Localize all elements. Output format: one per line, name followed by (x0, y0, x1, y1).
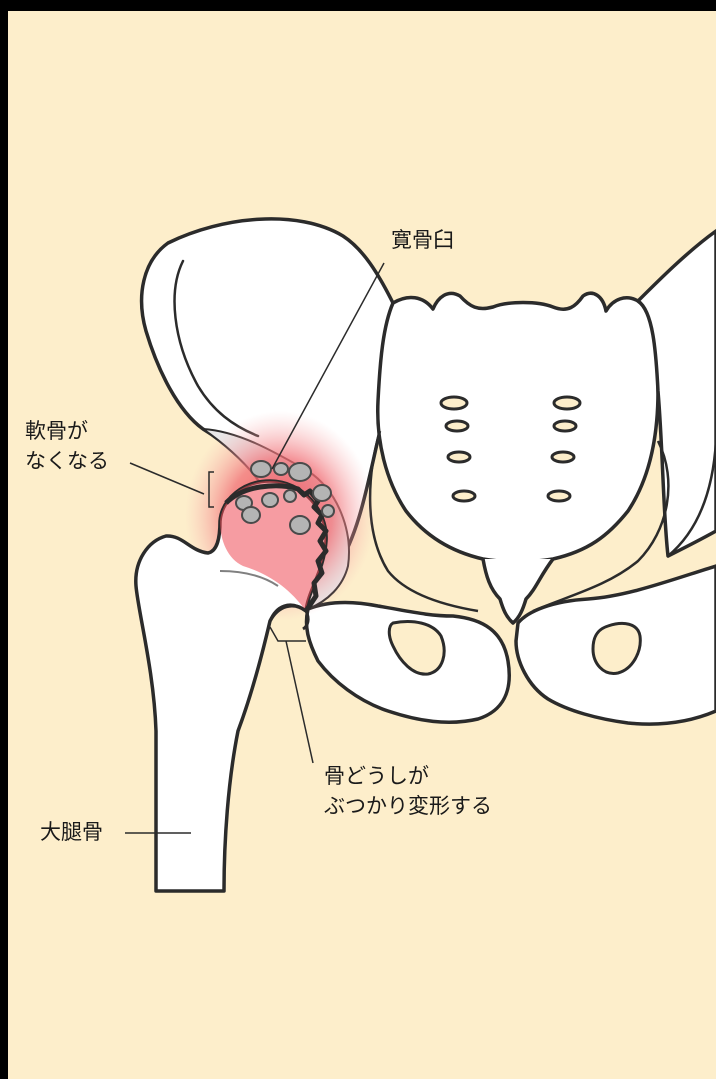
femur-text: 大腿骨 (40, 817, 103, 847)
cartilage-text-line1: 軟骨が (25, 416, 109, 446)
bones-text-line2: ぶつかり変形する (324, 791, 492, 821)
label-cartilage-loss: 軟骨が なくなる (25, 416, 109, 476)
bones-text-line1: 骨どうしが (324, 761, 492, 791)
hip-joint-diagram (8, 11, 716, 1079)
illustration-frame: 寛骨臼 軟骨が なくなる 骨どうしが ぶつかり変形する 大腿骨 (8, 11, 716, 1079)
sacrum (378, 293, 658, 562)
label-bones-collide: 骨どうしが ぶつかり変形する (324, 761, 492, 821)
label-acetabulum: 寛骨臼 (391, 225, 454, 255)
cartilage-text-line2: なくなる (25, 446, 109, 476)
label-femur: 大腿骨 (40, 817, 103, 847)
acetabulum-text: 寛骨臼 (391, 225, 454, 255)
